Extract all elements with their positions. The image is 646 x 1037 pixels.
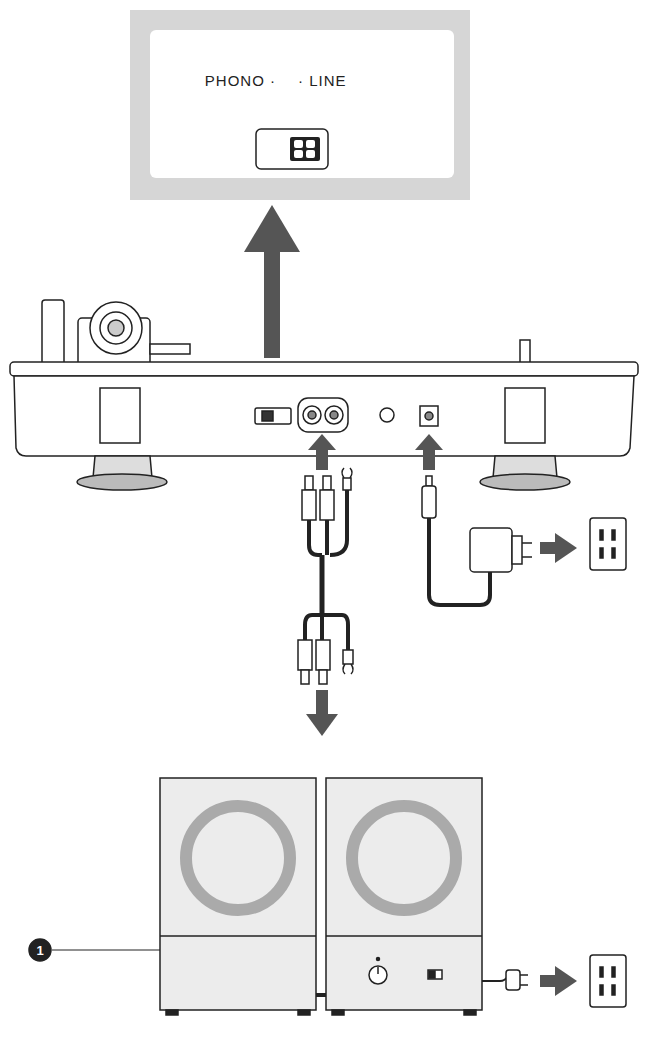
rca-cable bbox=[298, 468, 353, 684]
switch-label: · LINE bbox=[298, 72, 347, 89]
arrow-up-inset bbox=[244, 205, 300, 358]
wall-outlet bbox=[590, 518, 626, 1007]
arrow-down-speakers bbox=[306, 690, 338, 736]
arrow-right-outlet bbox=[540, 533, 577, 996]
arrow-up-jacks bbox=[308, 434, 443, 470]
callout-number: 1 bbox=[36, 943, 43, 958]
inset-panel: PHONO · · LINE bbox=[130, 10, 470, 200]
turntable bbox=[10, 300, 638, 490]
speakers bbox=[29, 778, 528, 1015]
power-adapter bbox=[422, 476, 532, 605]
selector-switch bbox=[254, 125, 334, 175]
switch-label: PHONO · bbox=[205, 72, 276, 89]
inset-inner: PHONO · · LINE bbox=[150, 30, 454, 178]
